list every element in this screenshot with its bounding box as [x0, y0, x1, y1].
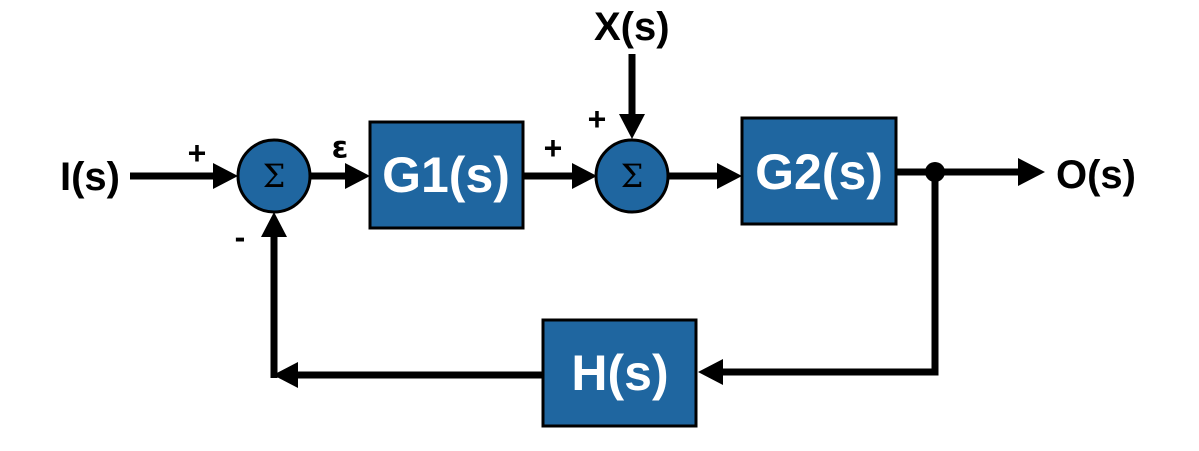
h-block-label: H(s) — [571, 345, 668, 401]
feedback-line-to-h — [720, 172, 939, 376]
feedback-to-junction1-arrowhead — [261, 212, 287, 237]
g1-block-label: G1(s) — [382, 147, 510, 203]
junction2-plus-sign-left: + — [544, 130, 563, 166]
junction1-minus-sign: - — [235, 219, 246, 255]
g1-output-arrowhead — [572, 163, 597, 189]
h-block — [541, 318, 698, 428]
error-arrowhead — [345, 163, 370, 189]
summing-junction-1-symbol: Σ — [263, 157, 286, 195]
output-signal-label: O(s) — [1056, 153, 1136, 197]
error-signal-label: ε — [332, 131, 349, 166]
g2-block-label: G2(s) — [755, 144, 883, 200]
junction2-output-arrowhead — [717, 163, 742, 189]
h-output-arrowhead — [273, 362, 298, 388]
g2-block — [740, 116, 898, 226]
g1-block — [368, 120, 525, 230]
disturbance-arrowhead — [619, 114, 645, 139]
disturbance-signal-label: X(s) — [594, 5, 670, 49]
output-arrowhead — [1018, 158, 1045, 186]
summing-junction-2-symbol: Σ — [621, 157, 644, 195]
junction2-plus-sign-top: + — [588, 101, 607, 137]
input-signal-label: I(s) — [60, 155, 120, 199]
input-arrowhead — [213, 163, 238, 189]
feedback-to-h-arrowhead — [698, 359, 723, 385]
junction1-plus-sign: + — [188, 135, 207, 171]
